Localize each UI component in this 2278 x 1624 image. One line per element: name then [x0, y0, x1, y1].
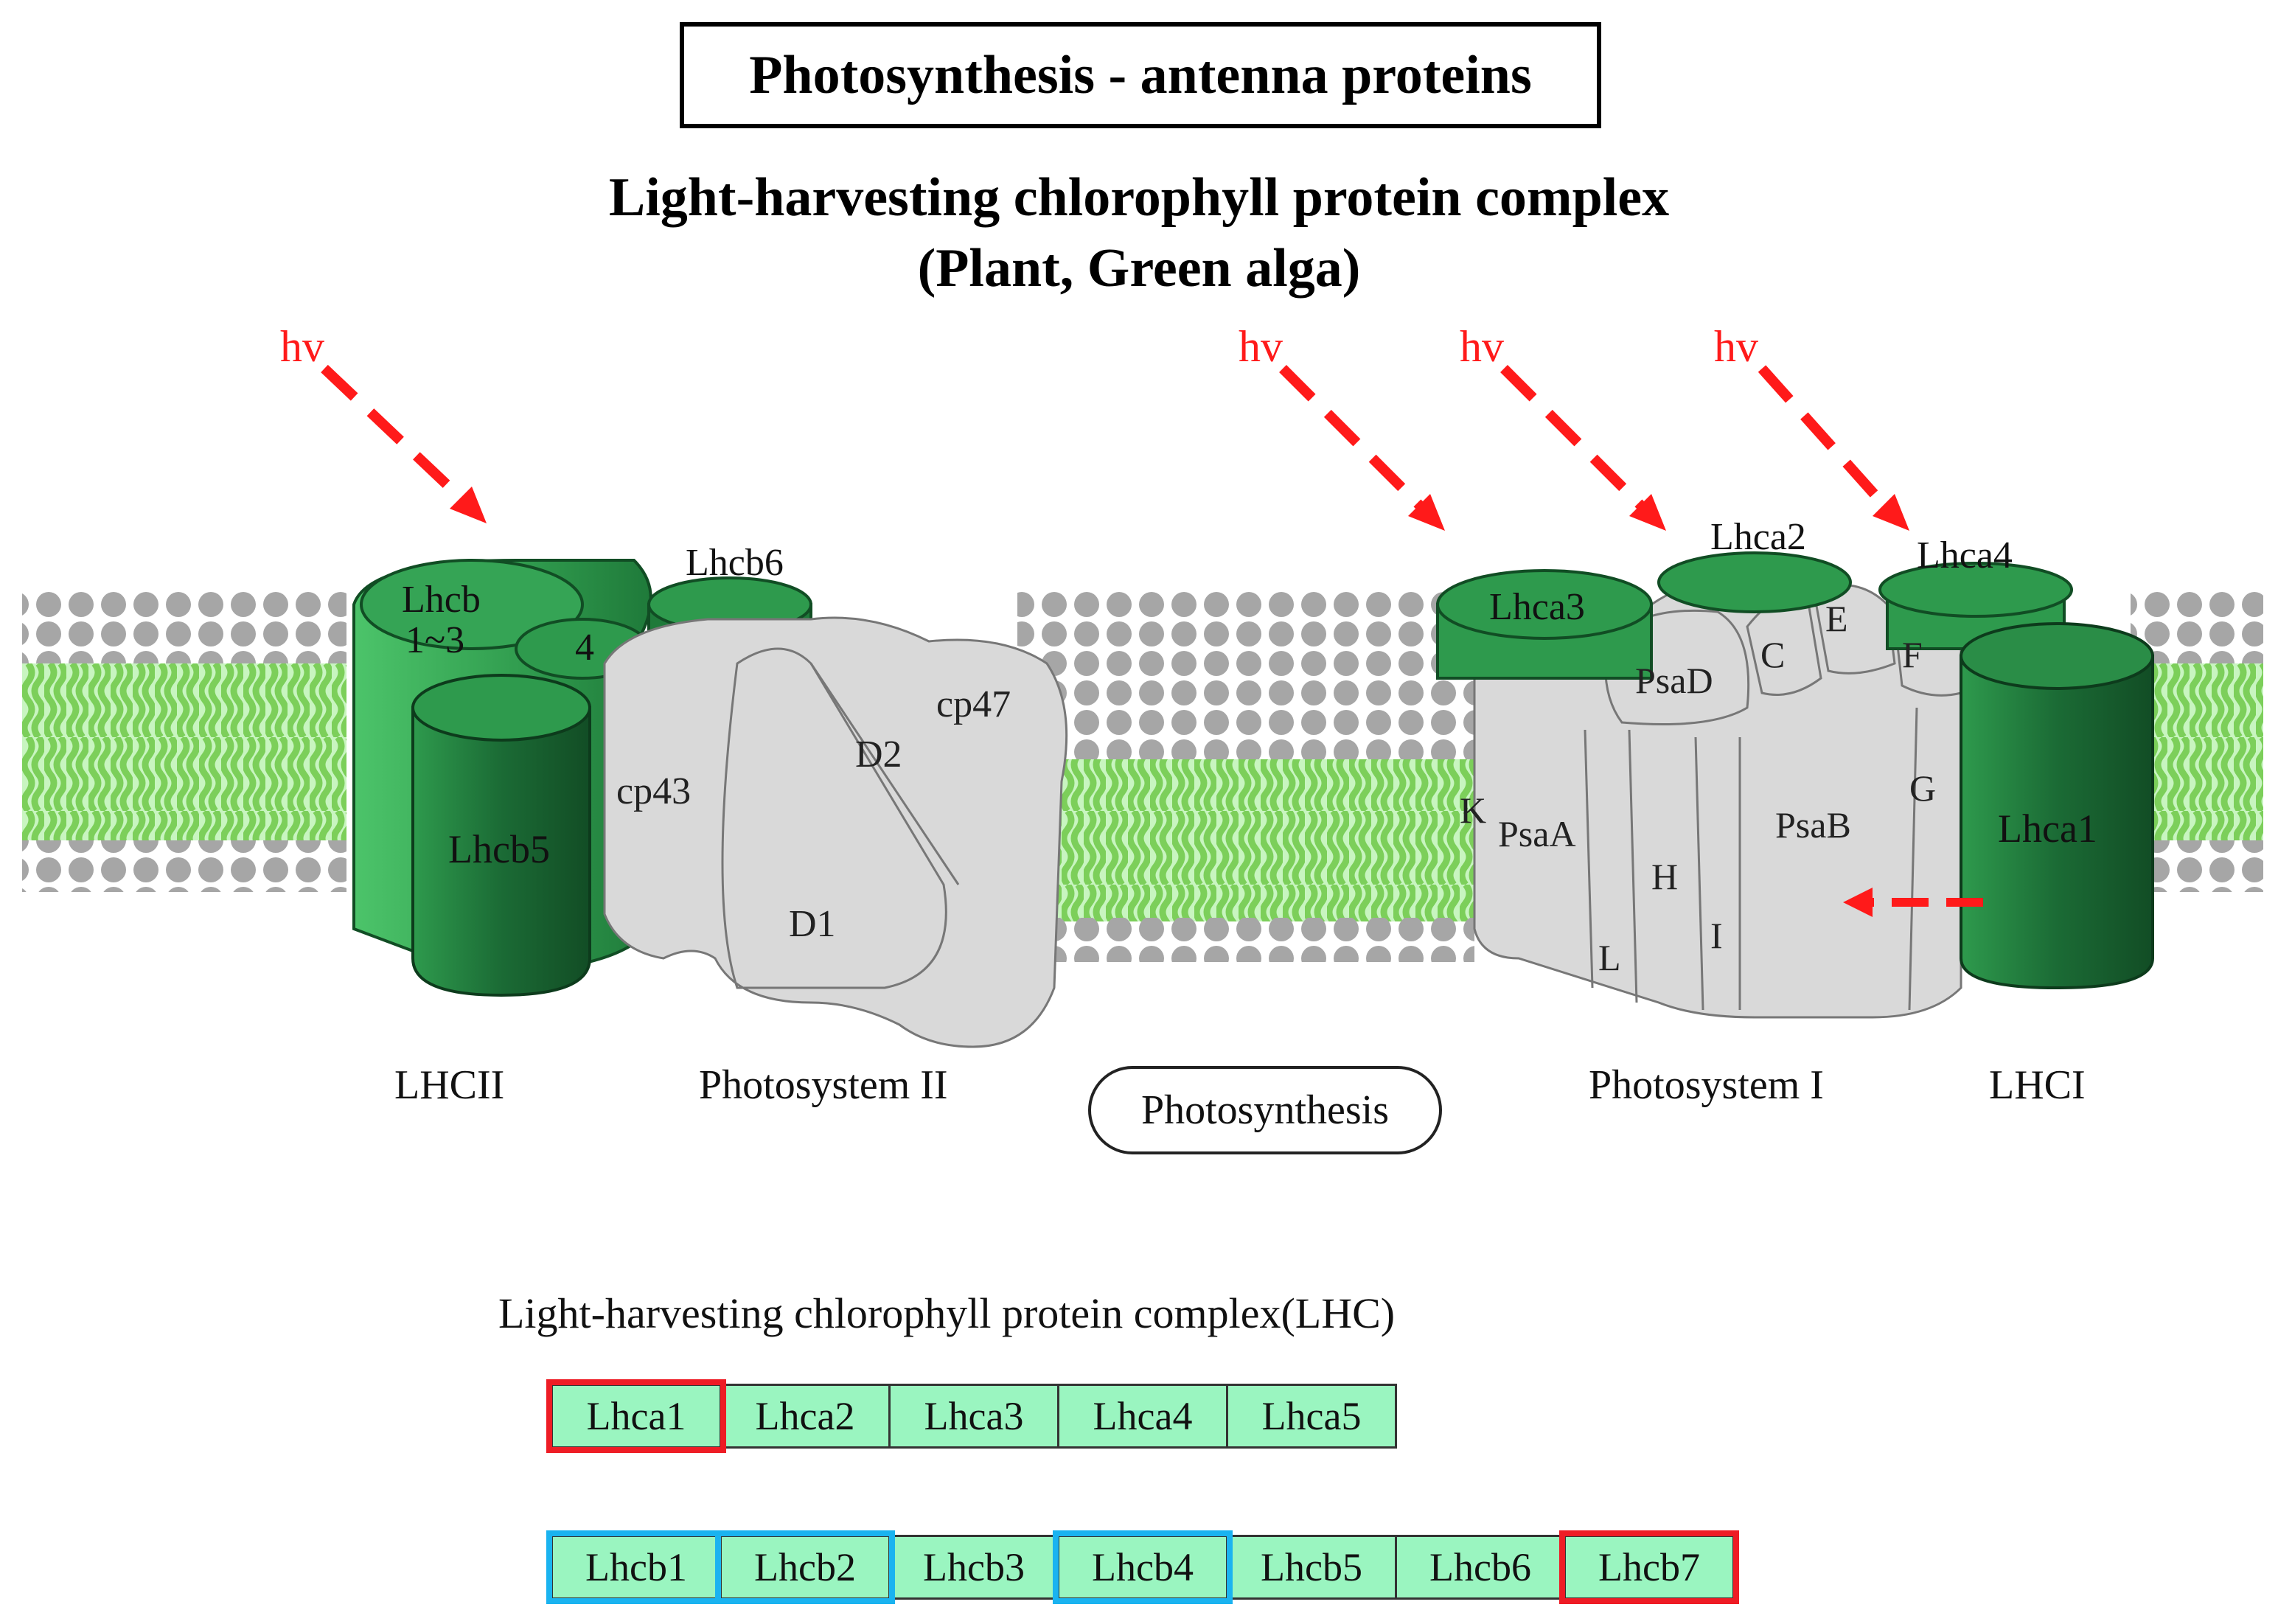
gene-label: Lhcb1	[585, 1545, 687, 1589]
protein-d1-label: D1	[789, 903, 836, 945]
gene-box-lhcb1[interactable]: Lhcb1	[546, 1530, 726, 1604]
page-title-box: Photosynthesis - antenna proteins	[680, 22, 1601, 128]
protein-lhcb6-label: Lhcb6	[686, 542, 784, 584]
gene-label: Lhca3	[924, 1394, 1024, 1438]
hv-label: hv	[1239, 322, 1283, 371]
protein-lhca2-label: Lhca2	[1710, 516, 1806, 558]
protein-d2-label: D2	[855, 733, 902, 776]
gene-label: Lhcb5	[1261, 1545, 1362, 1589]
protein-i-label: I	[1710, 915, 1723, 956]
gene-box-lhcb6[interactable]: Lhcb6	[1395, 1535, 1566, 1600]
protein-lhcb1-3-label: Lhcb	[402, 579, 481, 621]
gene-box-lhcb5[interactable]: Lhcb5	[1226, 1535, 1397, 1600]
lhci-complex	[1436, 551, 2154, 990]
thylakoid-membrane-left	[22, 590, 346, 892]
protein-lhcb5-label: Lhcb5	[448, 827, 550, 871]
gene-box-lhca4[interactable]: Lhca4	[1057, 1384, 1228, 1449]
gene-label: Lhcb2	[754, 1545, 856, 1589]
protein-lhcb4-label: 4	[575, 627, 594, 669]
gene-box-lhcb7[interactable]: Lhcb7	[1559, 1530, 1739, 1604]
diagram-subtitle-line2: (Plant, Green alga)	[917, 238, 1361, 299]
photosynthesis-map-link[interactable]: Photosynthesis	[1088, 1066, 1442, 1154]
gene-label: Lhca5	[1261, 1394, 1362, 1438]
gene-label: Lhca1	[586, 1394, 686, 1438]
gene-label: Lhcb4	[1092, 1545, 1194, 1589]
protein-lhca1-label: Lhca1	[1998, 806, 2097, 851]
complex-label-lhci: LHCI	[1989, 1062, 2086, 1108]
protein-e-label: E	[1825, 598, 1848, 639]
gene-label: Lhcb7	[1598, 1545, 1700, 1589]
hv-label: hv	[1460, 322, 1504, 371]
gene-label: Lhca2	[755, 1394, 855, 1438]
protein-lhca4-label: Lhca4	[1917, 534, 2013, 576]
light-arrow-lhca3	[1279, 365, 1445, 531]
protein-psab-label: PsaB	[1775, 804, 1851, 846]
photosystem-ii-complex	[603, 616, 1068, 1048]
protein-k-label: K	[1460, 790, 1486, 831]
gene-label: Lhca4	[1093, 1394, 1193, 1438]
energy-transfer-arrow	[1843, 888, 1983, 917]
protein-cp47-label: cp47	[936, 683, 1011, 725]
protein-psaa-label: PsaA	[1498, 813, 1576, 854]
protein-f-label: F	[1902, 634, 1923, 675]
protein-lhcb1-3-sub-label: 1~3	[405, 619, 464, 661]
protein-lhca3-label: Lhca3	[1489, 586, 1585, 628]
light-arrow-lhca4	[1758, 365, 1909, 531]
lhcb-gene-row: Lhcb1 Lhcb2 Lhcb3 Lhcb4 Lhcb5 Lhcb6 Lhcb…	[546, 1530, 1739, 1604]
gene-box-lhca2[interactable]: Lhca2	[720, 1384, 891, 1449]
hv-label: hv	[1714, 322, 1758, 371]
diagram-subtitle-line1: Light-harvesting chlorophyll protein com…	[608, 167, 1670, 228]
thylakoid-membrane-middle	[1017, 590, 1474, 962]
page-title: Photosynthesis - antenna proteins	[749, 44, 1532, 105]
protein-h-label: H	[1651, 856, 1678, 897]
gene-label: Lhcb6	[1429, 1545, 1531, 1589]
gene-label: Lhcb3	[923, 1545, 1025, 1589]
protein-psad-label: PsaD	[1635, 660, 1713, 701]
gene-box-lhca5[interactable]: Lhca5	[1226, 1384, 1397, 1449]
photosynthesis-map-link-label: Photosynthesis	[1140, 1087, 1390, 1133]
gene-box-lhca1[interactable]: Lhca1	[546, 1379, 726, 1453]
complex-label-photosystem-ii: Photosystem II	[699, 1062, 948, 1108]
protein-c-label: C	[1760, 634, 1785, 675]
light-arrow-lhca2	[1500, 365, 1666, 531]
complex-label-photosystem-i: Photosystem I	[1589, 1062, 1824, 1108]
light-arrow-lhcii	[321, 364, 487, 523]
lhc-section-title: Light-harvesting chlorophyll protein com…	[498, 1289, 1396, 1337]
protein-cp43-label: cp43	[616, 770, 691, 812]
complex-label-lhcii: LHCII	[394, 1062, 505, 1108]
gene-box-lhcb2[interactable]: Lhcb2	[715, 1530, 895, 1604]
antenna-diagram: hv hv hv hv Lhcb 1~3 4 Lhcb6 Lhcb5 cp43 …	[22, 322, 2263, 1048]
gene-box-lhca3[interactable]: Lhca3	[888, 1384, 1059, 1449]
lhca-gene-row: Lhca1 Lhca2 Lhca3 Lhca4 Lhca5	[546, 1379, 1397, 1453]
gene-box-lhcb3[interactable]: Lhcb3	[888, 1535, 1059, 1600]
hv-label: hv	[280, 322, 324, 371]
gene-box-lhcb4[interactable]: Lhcb4	[1053, 1530, 1233, 1604]
protein-g-label: G	[1909, 767, 1936, 809]
protein-l-label: L	[1598, 937, 1621, 978]
